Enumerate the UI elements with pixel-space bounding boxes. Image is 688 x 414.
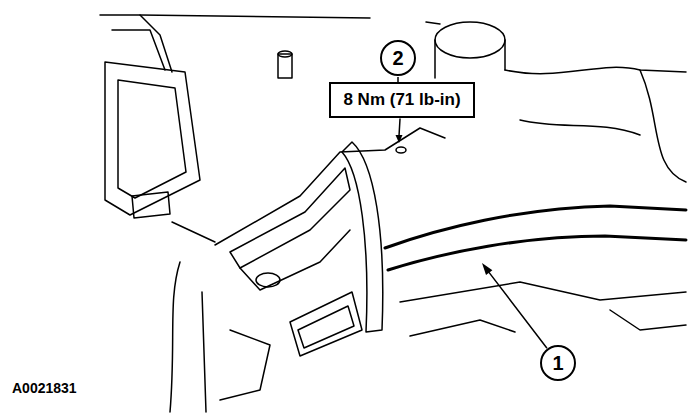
torque-spec: 8 Nm (71 lb-in) [343, 90, 460, 110]
frame-rail [410, 320, 515, 336]
cylinder-side [435, 40, 505, 78]
strap-clip-inner [298, 306, 354, 348]
stud [278, 51, 292, 78]
mount-bushing [256, 273, 280, 287]
frame-rail [400, 282, 686, 302]
leader-line [399, 119, 400, 136]
cylinder-top [435, 22, 505, 58]
strap-outline [342, 142, 383, 332]
mount-lower [240, 230, 350, 290]
leader-arrowhead [482, 263, 492, 275]
mount-body [215, 128, 445, 245]
mount-face [230, 168, 350, 268]
frame-rail [220, 330, 270, 400]
strap-clip [290, 292, 362, 356]
callout-circle: 1 [539, 344, 577, 382]
torque-spec-box: 8 Nm (71 lb-in) [329, 82, 475, 118]
bracket-inner [118, 80, 186, 198]
callout-number: 2 [392, 47, 403, 70]
bracket-panel [105, 62, 200, 215]
lower-structure [170, 262, 686, 412]
hose-leader [482, 263, 547, 348]
stud-top [278, 51, 292, 57]
left-bracket [105, 62, 215, 242]
callout-circle: 2 [379, 39, 417, 77]
housing-top-edge [426, 22, 440, 24]
bracket-rod [172, 222, 215, 242]
figure-id: A0021831 [12, 380, 77, 396]
hose [385, 206, 686, 270]
torque-leader [396, 119, 403, 143]
engine-mount [215, 128, 445, 290]
bracket-tab [132, 192, 170, 218]
callout-number: 1 [552, 352, 563, 375]
frame-post [170, 262, 180, 412]
housing-right-top [505, 67, 686, 73]
bolt-hole [396, 147, 406, 153]
housing-top-edge [140, 15, 370, 18]
housing-right-edge [640, 70, 686, 182]
frame-post [202, 292, 206, 412]
leader-line [489, 273, 546, 348]
leader-arrowhead [396, 135, 403, 143]
frame-rail [610, 310, 686, 330]
hose-wall [385, 206, 686, 248]
clamp-strap [290, 142, 383, 356]
housing-body-line [520, 120, 640, 135]
hose-wall [388, 236, 686, 270]
callout-ring [381, 41, 415, 75]
callout-ring [541, 346, 575, 380]
engine-housing [100, 15, 686, 182]
